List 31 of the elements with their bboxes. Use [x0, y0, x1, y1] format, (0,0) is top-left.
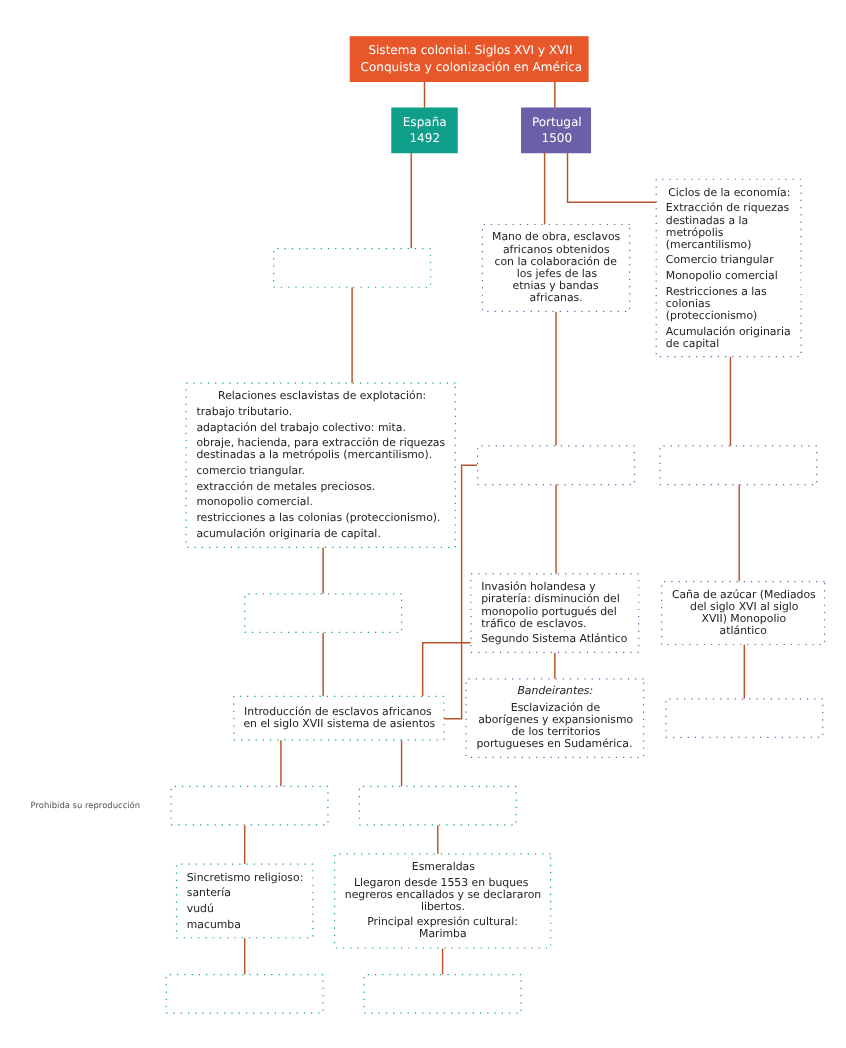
connector [543, 151, 546, 225]
connector [243, 823, 246, 864]
node-box [244, 592, 403, 632]
connector [738, 482, 740, 582]
connector [437, 823, 439, 854]
connector [243, 936, 246, 974]
connector [322, 545, 324, 594]
connector [441, 946, 444, 974]
node-box [477, 444, 636, 485]
node-box [273, 247, 432, 287]
connector [554, 79, 556, 108]
node-box [170, 784, 329, 825]
node-box [363, 972, 522, 1013]
connector [554, 651, 556, 679]
connector [410, 151, 412, 248]
node-box [165, 972, 324, 1013]
connector [351, 285, 353, 383]
connector [729, 355, 732, 446]
node-box [659, 444, 818, 485]
connector [280, 738, 282, 786]
connector [555, 482, 557, 574]
connector [555, 310, 557, 446]
node-box [358, 784, 517, 825]
connector [400, 738, 403, 786]
connector [743, 642, 746, 699]
connector [443, 463, 478, 719]
node-box [665, 697, 824, 737]
connector [566, 150, 657, 202]
connector [322, 631, 324, 696]
connector [423, 79, 426, 108]
connector [421, 640, 472, 696]
